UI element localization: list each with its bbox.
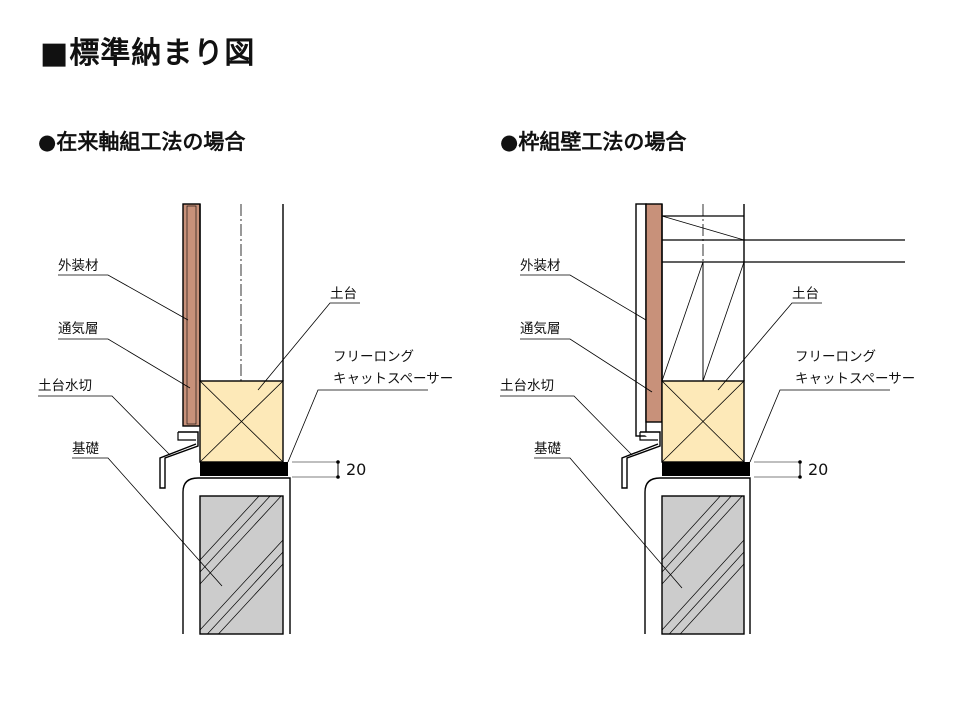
label-siding: 外装材: [58, 258, 99, 274]
label-spacer-line2: キャットスペーサー: [795, 371, 915, 387]
sill-cross: [199, 380, 284, 463]
siding-inner-strip: [186, 205, 197, 425]
section-title-2x4: ●枠組壁工法の場合: [500, 130, 687, 154]
label-siding: 外装材: [520, 258, 561, 274]
conventional-detail: 20 外装材 通気層 土台水切 基礎 土台 フリーロング キャットスペーサー: [38, 203, 453, 635]
label-spacer-line2: キャットスペーサー: [333, 371, 453, 387]
dimension-label: 20: [808, 460, 828, 479]
2x4-detail: 20 外装材 通気層 土台水切 基礎 土台 フリーロング キャットスペーサー: [500, 203, 915, 635]
foundation-concrete: [661, 495, 745, 635]
label-sill-flashing: 土台水切: [500, 378, 554, 394]
label-vent-layer: 通気層: [58, 321, 99, 337]
spacer-block: [200, 462, 288, 476]
label-vent-layer: 通気層: [520, 321, 561, 337]
label-foundation: 基礎: [72, 440, 99, 457]
label-spacer-line1: フリーロング: [333, 349, 414, 365]
label-foundation: 基礎: [534, 440, 562, 457]
spacer-block: [662, 462, 750, 476]
sill-flashing: [621, 431, 661, 489]
label-sill: 土台: [330, 286, 357, 302]
label-spacer-line1: フリーロング: [795, 349, 876, 365]
sill-flashing: [159, 431, 199, 489]
dimension-label: 20: [346, 460, 366, 479]
siding-panel-outer: [635, 203, 647, 437]
label-sill-flashing: 土台水切: [38, 378, 92, 394]
section-title-conventional: ●在来軸組工法の場合: [38, 130, 246, 154]
page-title: ■標準納まり図: [40, 36, 256, 71]
siding-panel: [182, 203, 201, 427]
foundation-concrete: [199, 495, 284, 635]
label-sill: 土台: [792, 286, 819, 302]
